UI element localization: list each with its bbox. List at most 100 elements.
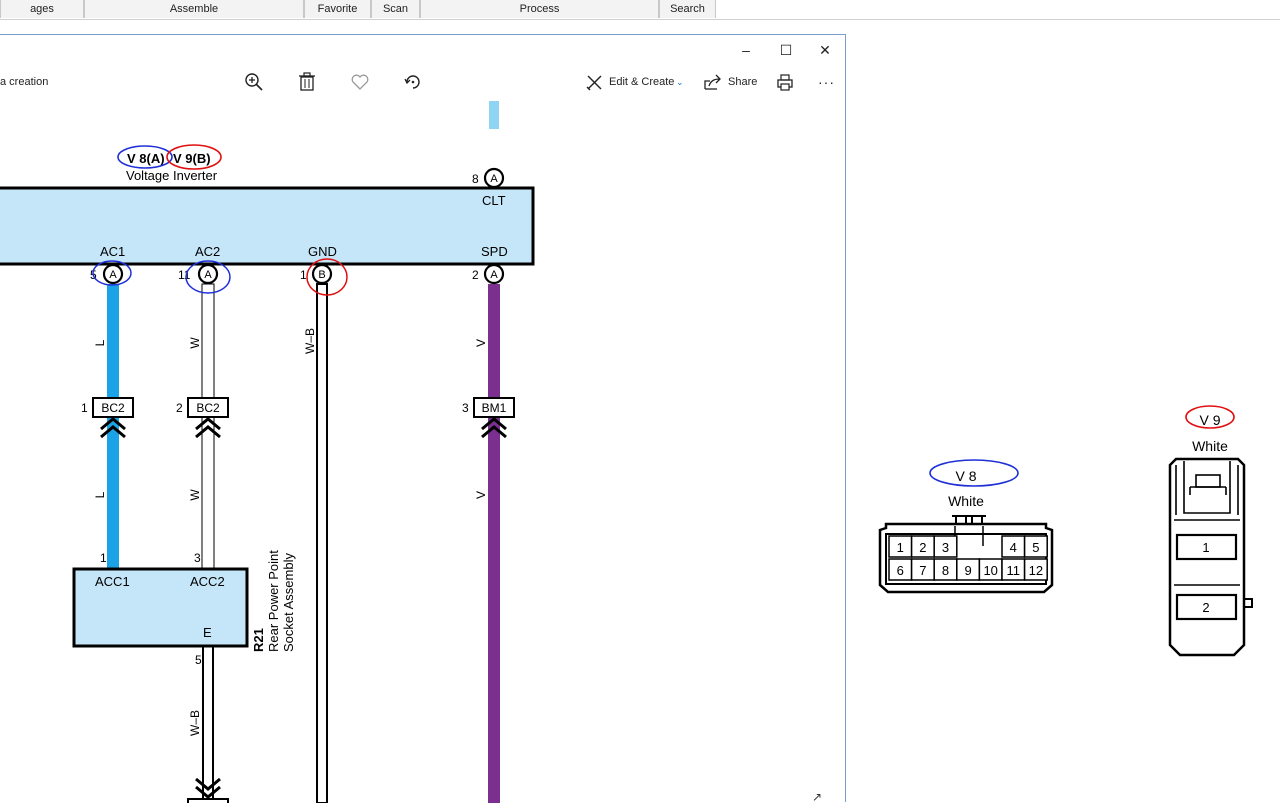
ink-circle-blue-ac2: [185, 260, 231, 294]
v8-pin-label: 5: [1032, 540, 1039, 555]
pin-circle-spd: [483, 263, 505, 285]
junction-pin-bm1: 3: [462, 401, 469, 415]
rear-power-socket-box: [72, 567, 249, 648]
v8-pin-label: 2: [919, 540, 926, 555]
v8-color-label: White: [948, 493, 984, 509]
chevron-bc2-bottom: [195, 777, 221, 799]
wiring-diagram: V 8(A) V 9(B) Voltage Inverter 8 A CLT A…: [0, 101, 845, 803]
close-button[interactable]: ✕: [819, 42, 831, 58]
v8-pin-label: 1: [897, 540, 904, 555]
share-icon[interactable]: [703, 69, 723, 95]
minimize-button[interactable]: –: [742, 42, 750, 58]
delete-icon[interactable]: [298, 69, 316, 95]
r21-name-line1: Rear Power Point: [266, 550, 281, 652]
chevron-down-icon[interactable]: ⌄: [676, 77, 684, 87]
pin-circle-ac2: [197, 263, 219, 285]
v8-pin-label: 4: [1010, 540, 1017, 555]
resize-arrow-icon: ↗: [812, 790, 823, 804]
voltage-inverter-box: [0, 186, 535, 266]
wire-label-l-upper: L: [93, 339, 107, 346]
junction-bc2-left: [92, 397, 134, 418]
top-tab-0[interactable]: ages: [0, 0, 84, 18]
top-tab-5[interactable]: Search: [659, 0, 716, 18]
v8-pin-label: 9: [964, 563, 971, 578]
ink-circle-red-v9: [1185, 405, 1235, 429]
v9-pin-1-label: 1: [1202, 540, 1209, 555]
junction-label-bc2-mid: BC2: [196, 401, 220, 415]
v8-pin-5: [1023, 535, 1048, 558]
junction-pin-bc2-left: 1: [81, 401, 88, 415]
wire-v: [488, 284, 500, 803]
ink-circle-blue-header: [117, 145, 173, 169]
connector-header-b: V 9(B): [173, 151, 211, 166]
v8-pin-label: 6: [897, 563, 904, 578]
v9-color-label: White: [1192, 438, 1228, 454]
terminal-ac2: AC2: [195, 244, 220, 259]
pin-circle-gnd: [311, 263, 333, 285]
pin-letter-clt: A: [490, 173, 498, 185]
terminal-gnd: GND: [308, 244, 337, 259]
toolbar-left-label: a creation: [0, 76, 49, 88]
wire-wb-lower: [202, 645, 214, 803]
ink-circle-red-header: [166, 144, 222, 170]
maximize-button[interactable]: ☐: [779, 42, 793, 58]
pin-letter-spd: A: [490, 269, 498, 281]
pin-circle-ac1: [102, 263, 124, 285]
favorite-heart-icon[interactable]: [350, 69, 370, 95]
lower-pin-acc2: 3: [194, 551, 201, 565]
ink-circle-blue-v8: [929, 459, 1019, 487]
edit-create-button[interactable]: Edit & Create: [609, 76, 675, 88]
top-tab-2[interactable]: Favorite: [304, 0, 371, 18]
pin-circle-clt: [483, 167, 505, 189]
top-tab-4[interactable]: Process: [420, 0, 659, 18]
lower-pin-acc1: 1: [100, 551, 107, 565]
pin-letter-ac1: A: [109, 269, 117, 281]
junction-pin-bc2-mid: 2: [176, 401, 183, 415]
v8-pin-label: 7: [919, 563, 926, 578]
wire-label-wb-lower: W–B: [188, 710, 202, 736]
top-tab-3[interactable]: Scan: [371, 0, 420, 18]
connector-header-a: V 8(A): [127, 151, 165, 166]
terminal-e: E: [203, 625, 212, 640]
lower-pin-e: 5: [195, 653, 202, 667]
v8-title: V 8: [955, 468, 976, 484]
junction-bc2-bottom: [187, 798, 229, 803]
chevron-bm1: [481, 417, 507, 439]
rotate-icon[interactable]: [403, 69, 423, 95]
v8-pin-label: 3: [942, 540, 949, 555]
pin-number-gnd: 1: [300, 268, 307, 282]
top-tab-1[interactable]: Assemble: [84, 0, 304, 18]
v8-pin-label: 11: [1007, 563, 1021, 578]
v8-pin-label: 12: [1029, 563, 1043, 578]
v9-title: V 9: [1199, 412, 1220, 428]
share-button[interactable]: Share: [728, 76, 758, 88]
v9-pin-2: [1175, 593, 1238, 621]
pin-letter-gnd: B: [318, 269, 325, 281]
junction-label-bc2-left: BC2: [101, 401, 125, 415]
v8-pin-3: [933, 535, 958, 558]
connector-v9-drawing: V 9 White 1 2: [1168, 405, 1253, 657]
ink-circle-blue-ac1: [92, 260, 132, 286]
terminal-acc1: ACC1: [95, 574, 130, 589]
photos-window: – ☐ ✕ a creation Edit & Create ⌄ Share ·…: [0, 34, 846, 803]
terminal-acc2: ACC2: [190, 574, 225, 589]
v9-pin-1: [1175, 533, 1238, 561]
more-options-icon[interactable]: ···: [818, 74, 835, 90]
pin-number-spd: 2: [472, 268, 479, 282]
chevron-bc2-left: [100, 417, 126, 439]
wire-label-w-upper: W: [188, 337, 202, 349]
print-icon[interactable]: [775, 69, 795, 95]
r21-name-line2: Socket Assembly: [281, 553, 296, 652]
terminal-spd: SPD: [481, 244, 508, 259]
terminal-clt: CLT: [482, 193, 506, 208]
v8-pin-12: [1023, 558, 1048, 581]
wire-label-l-lower: L: [93, 491, 107, 498]
wire-label-v-upper: V: [474, 339, 488, 347]
pin-number-clt: 8: [472, 172, 479, 186]
edit-create-icon[interactable]: [585, 69, 605, 95]
junction-pin-bc2-bottom: 3: [176, 802, 183, 803]
zoom-in-icon[interactable]: [244, 69, 264, 95]
component-name: Voltage Inverter: [126, 168, 218, 183]
